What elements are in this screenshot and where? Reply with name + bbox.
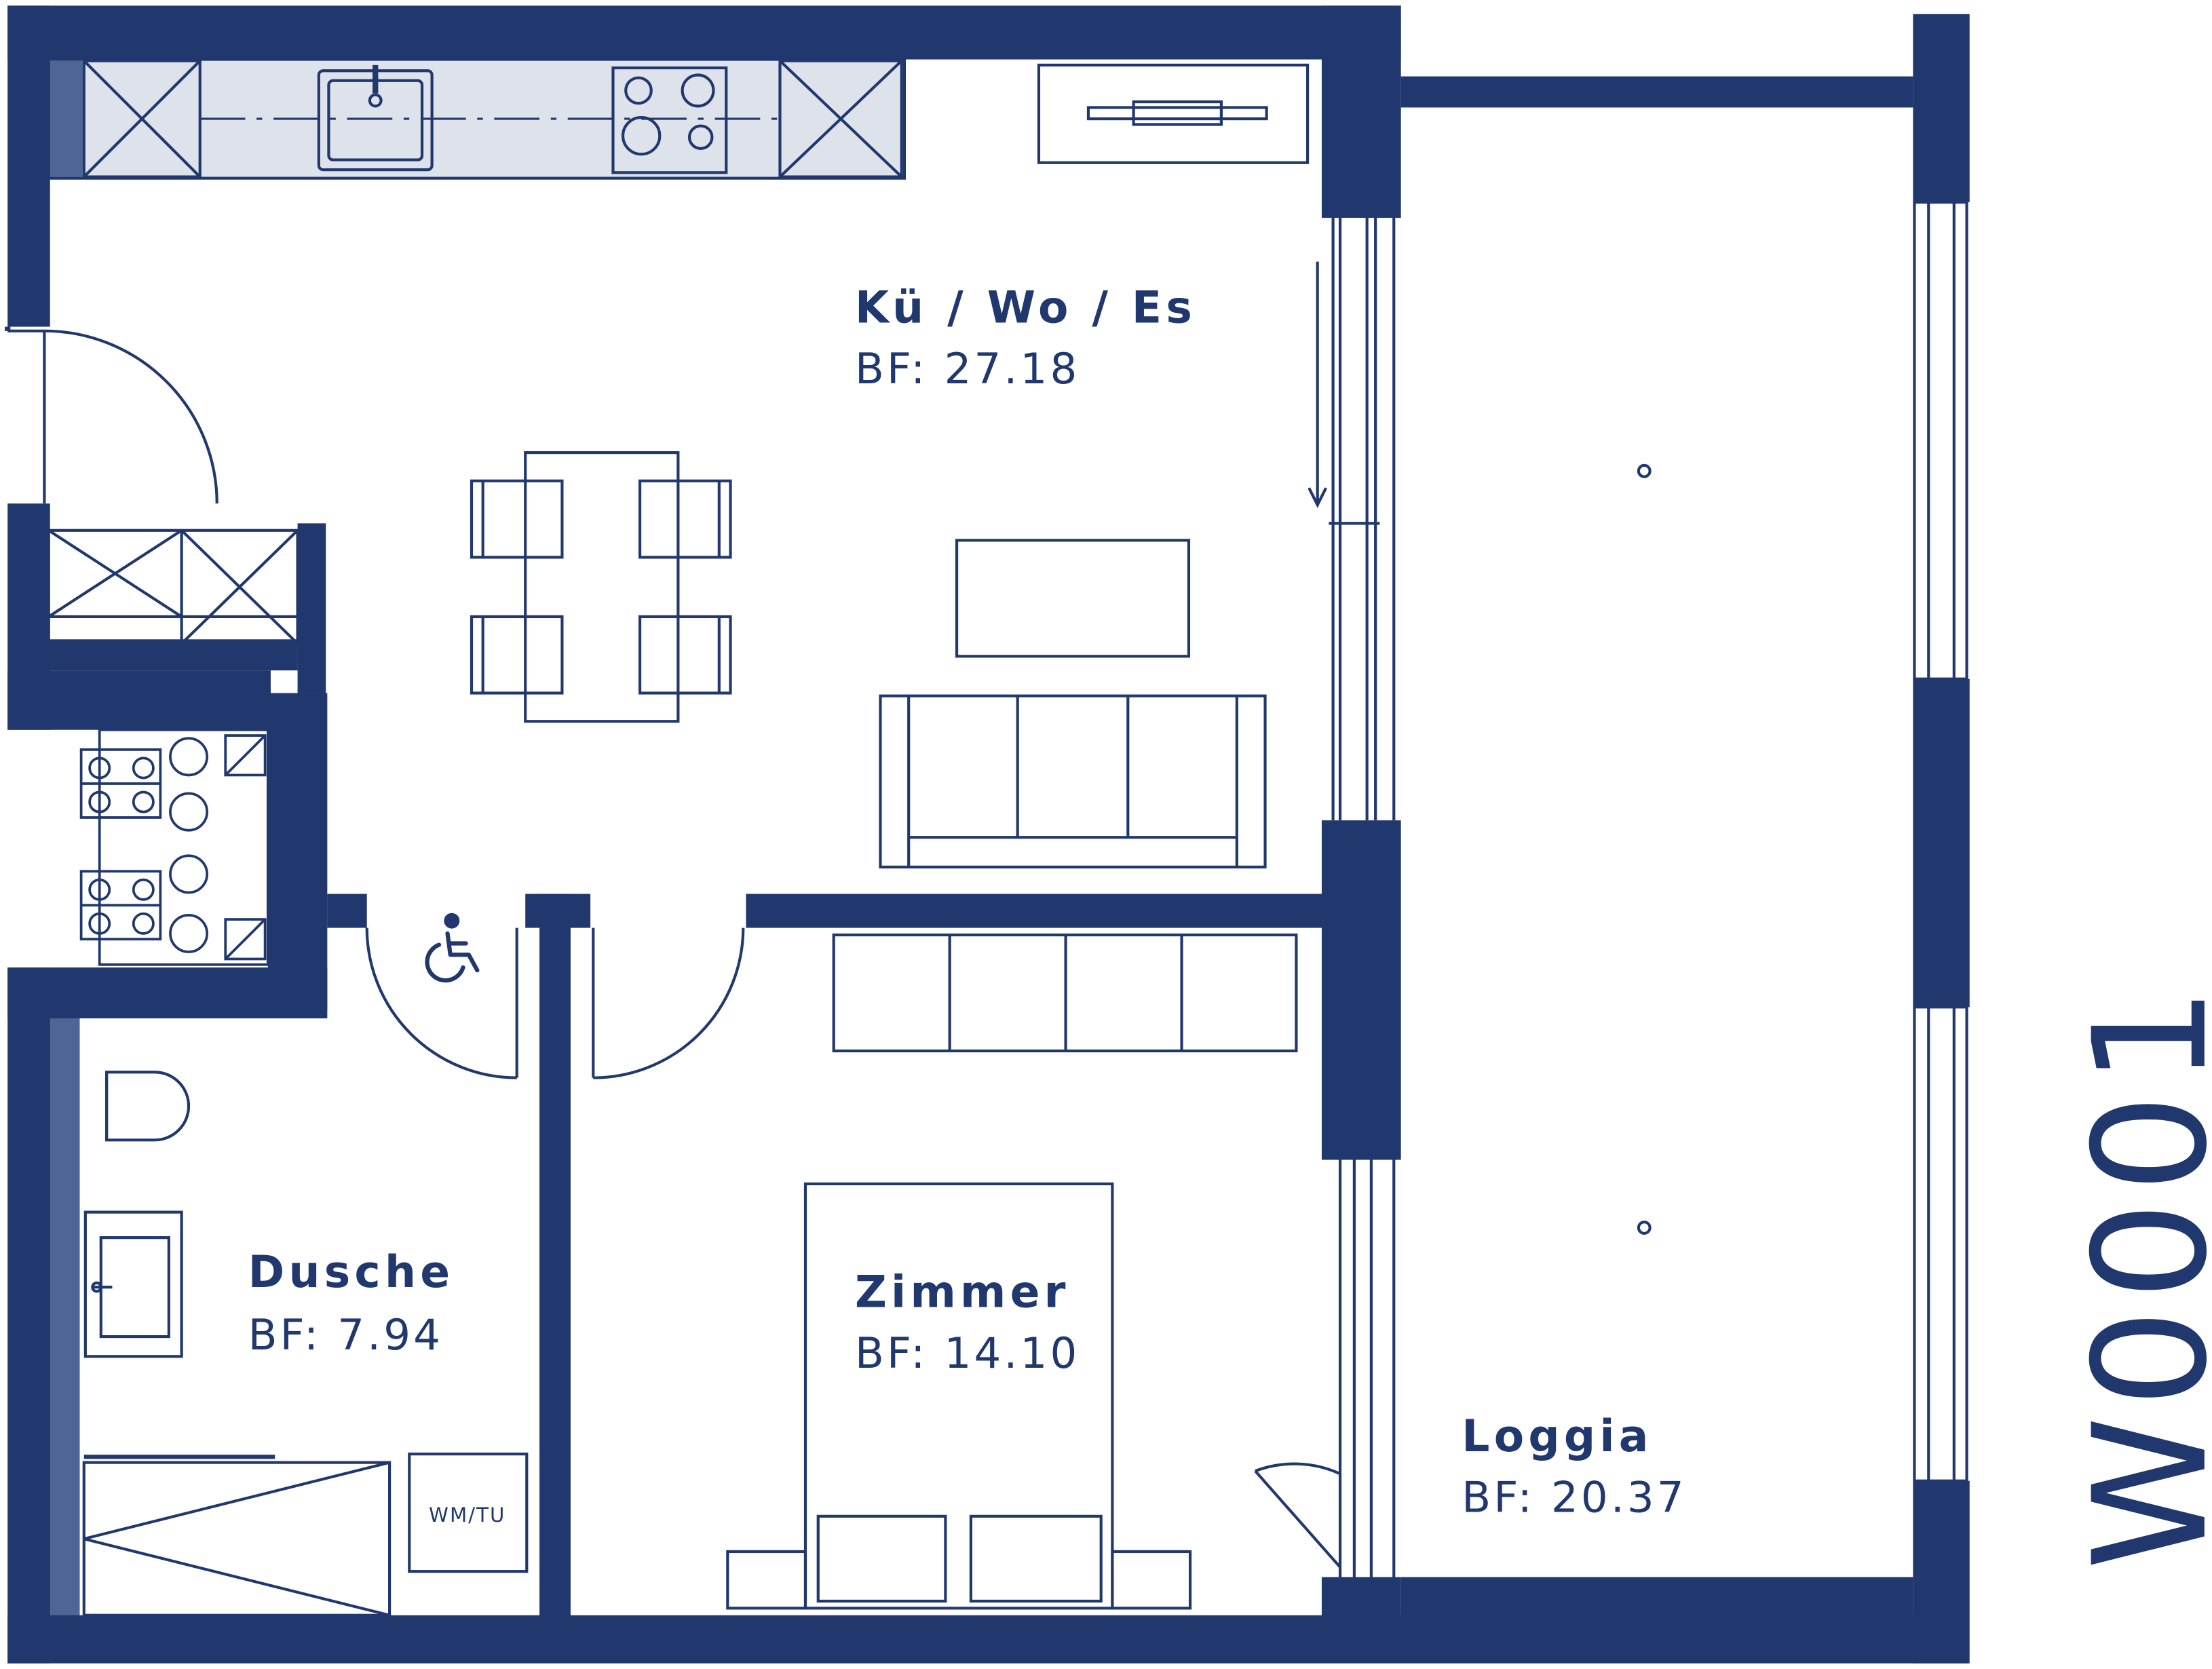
- loggia-door: [1254, 1462, 1341, 1569]
- washbasin-icon: [83, 1210, 183, 1358]
- room-label-bathroom: Dusche BF: 7.94: [248, 1247, 455, 1360]
- coffee-table: [955, 539, 1191, 658]
- room-label-loggia: Loggia BF: 20.37: [1462, 1411, 1687, 1522]
- washer-dryer-label: WM/TU: [429, 1503, 506, 1527]
- sink-icon: [317, 64, 434, 172]
- room-label-living: Kü / Wo / Es BF: 27.18: [855, 282, 1196, 394]
- unit-code: W0001: [2061, 978, 2212, 1570]
- room-name: Kü / Wo / Es: [855, 282, 1196, 333]
- shower-tray: [82, 1455, 392, 1617]
- kitchen-counter: [45, 58, 907, 180]
- toilet-icon: [105, 1071, 191, 1142]
- room-name: Dusche: [248, 1247, 455, 1298]
- window-bedroom: [1338, 1159, 1396, 1577]
- room-area: BF: 20.37: [1462, 1473, 1687, 1522]
- washer-dryer: WM/TU: [408, 1453, 529, 1573]
- room-area: BF: 14.10: [855, 1328, 1080, 1378]
- sliding-door-arrow: [1308, 261, 1328, 508]
- sofa: [879, 694, 1267, 869]
- chair: [470, 615, 564, 695]
- cabinet-right: [778, 59, 903, 178]
- hall-wardrobe: [47, 529, 299, 645]
- bedroom-door: [592, 927, 745, 1079]
- chair: [470, 479, 564, 559]
- bathroom-door: [365, 927, 518, 1079]
- room-name: Zimmer: [855, 1267, 1070, 1318]
- bathroom-wall-panel: [48, 1018, 80, 1620]
- dining-table: [470, 451, 732, 723]
- walls: [7, 5, 1970, 1664]
- drain-point: [1637, 1221, 1652, 1235]
- window-living: [1329, 212, 1396, 821]
- bedroom-wardrobe: [832, 933, 1298, 1053]
- double-bed: [726, 1182, 1192, 1610]
- room-name: Loggia: [1462, 1411, 1652, 1462]
- room-area: BF: 7.94: [248, 1310, 444, 1360]
- room-area: BF: 27.18: [855, 344, 1080, 394]
- wheelchair-icon: [425, 913, 480, 983]
- tv-sideboard: [1037, 63, 1310, 164]
- chair: [638, 615, 732, 695]
- entrance-door: [5, 326, 218, 504]
- stove-icon: [611, 66, 728, 174]
- technical-niche: [79, 728, 269, 966]
- chair: [638, 479, 732, 559]
- room-label-bedroom: Zimmer BF: 14.10: [855, 1267, 1080, 1378]
- drain-point: [1637, 463, 1652, 478]
